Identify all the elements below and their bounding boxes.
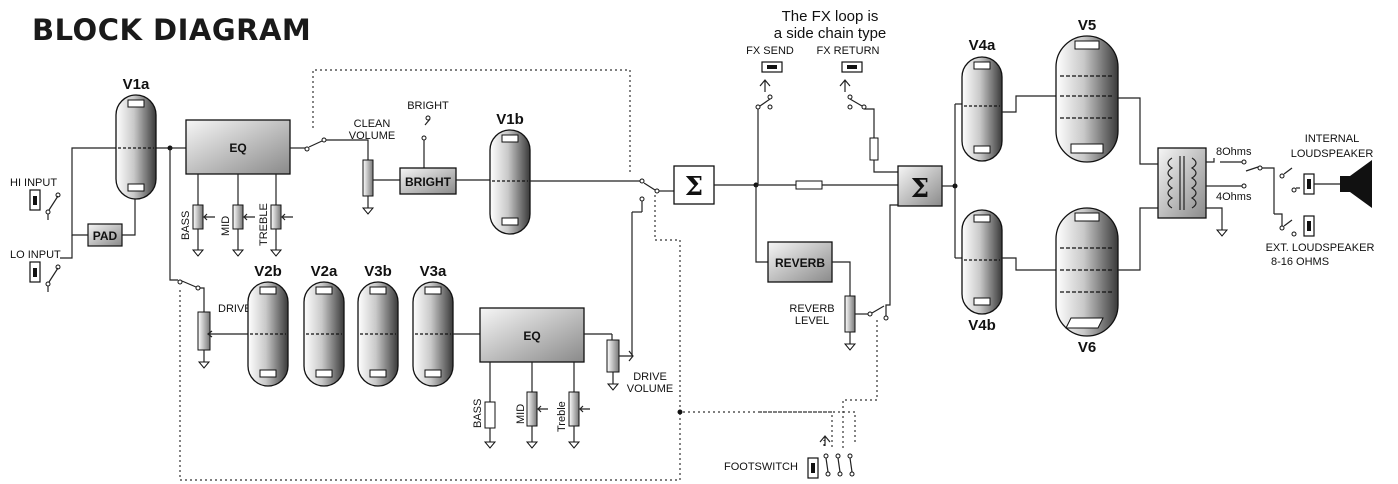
tube-v4b-label: V4b [968,317,996,334]
ext-speaker-jack[interactable] [1279,215,1315,237]
reverb-level-pot[interactable] [843,295,857,351]
internal-speaker-jack[interactable] [1279,167,1315,195]
input-jack-contacts [45,192,61,292]
reverb-label: REVERB [775,256,825,270]
sum-2-symbol: Σ [911,174,929,204]
channel-switch[interactable] [639,178,660,202]
impedance-selector[interactable] [1220,159,1263,189]
lo-input[interactable]: LO INPUT [10,249,61,283]
sum-1-symbol: Σ [685,172,703,202]
internal-speaker-label-1: INTERNAL [1305,133,1359,145]
loudspeaker-icon [1340,160,1372,208]
tube-v3b: V3b [357,263,399,387]
bright-switch-label: BRIGHT [407,100,449,112]
hi-input-label: HI INPUT [10,177,57,189]
fx-return-jack[interactable] [839,61,867,110]
drive-label: DRIVE [218,303,252,315]
tube-v5-label: V5 [1078,17,1096,34]
eq1-mid-label: MID [220,216,232,236]
drive-volume-pot[interactable] [606,334,620,391]
footswitch-label: FOOTSWITCH [724,461,798,473]
tube-v5: V5 [1055,17,1119,163]
tube-v6-label: V6 [1078,339,1096,356]
pad-block: PAD [87,223,123,247]
sum-block-2: Σ [897,165,943,207]
drive-switch[interactable] [177,279,201,291]
fx-send-jack[interactable] [755,61,783,110]
tube-v6: V6 [1055,207,1119,356]
diagram-title: BLOCK DIAGRAM [32,13,311,47]
bright-switch[interactable] [421,115,431,168]
tube-v3a: V3a [412,263,454,387]
tube-v2a: V2a [303,263,345,387]
eq2-bass-label: BASS [472,399,484,428]
fx-note-line1: The FX loop is [782,8,879,25]
eq1-pots[interactable] [191,174,293,257]
output-transformer [1157,147,1207,219]
eq2-treble-label: Treble [556,401,568,432]
fx-send-label: FX SEND [746,45,794,57]
tube-v2b-label: V2b [254,263,282,280]
eq2-pots[interactable] [483,362,590,449]
eq1-bass-label: BASS [180,211,192,240]
fx-note-line2: a side chain type [774,25,887,42]
drive-volume-label-2: VOLUME [627,383,673,395]
tube-v2b: V2b [247,263,289,387]
eq-block-1: EQ [185,119,291,175]
tap-4-ohms-label: 4Ohms [1216,191,1252,203]
tube-v4a-label: V4a [969,37,996,54]
reverb-level-label-1: REVERB [789,303,834,315]
reverb-switch[interactable] [867,305,889,321]
tube-v1a: V1a [115,76,157,200]
tube-v1a-label: V1a [123,76,150,93]
eq2-mid-label: MID [515,404,527,424]
clean-volume-label-2: VOLUME [349,130,395,142]
footswitch-jack[interactable] [807,435,855,479]
tube-v4b: V4b [961,209,1003,334]
tube-v2a-label: V2a [311,263,338,280]
tube-v1b: V1b [489,111,531,235]
drive-pot[interactable] [197,311,211,369]
eq-2-label: EQ [523,329,540,343]
eq1-treble-label: TREBLE [258,203,270,246]
hi-input[interactable]: HI INPUT [10,177,57,211]
footswitch-control-lines [179,69,878,481]
tube-v3a-label: V3a [420,263,447,280]
internal-speaker-label-2: LOUDSPEAKER [1291,148,1374,160]
sum-block-1: Σ [673,165,715,205]
tube-v3b-label: V3b [364,263,392,280]
fx-return-label: FX RETURN [817,45,880,57]
ext-speaker-label-1: EXT. LOUDSPEAKER [1266,242,1375,254]
eq-block-2: EQ [479,307,585,363]
reverb-block: REVERB [767,241,833,283]
bright-label: BRIGHT [405,175,452,189]
ext-speaker-label-2: 8-16 OHMS [1271,256,1329,268]
eq-1-label: EQ [229,141,246,155]
tube-v1b-label: V1b [496,111,524,128]
drive-volume-label-1: DRIVE [633,371,667,383]
clean-volume-label-1: CLEAN [354,118,391,130]
pad-label: PAD [93,229,118,243]
tube-v4a: V4a [961,37,1003,162]
tap-8-ohms-label: 8Ohms [1216,146,1252,158]
bright-block: BRIGHT [399,167,457,195]
lo-input-label: LO INPUT [10,249,61,261]
reverb-level-label-2: LEVEL [795,315,829,327]
clean-volume-pot[interactable] [361,159,400,215]
